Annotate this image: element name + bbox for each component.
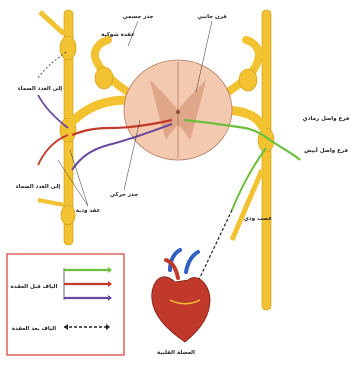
label-heart-muscle: العضلة القلبية	[157, 350, 195, 356]
label-sympathetic-nerve: عصب ودي	[244, 216, 272, 222]
label-somatic-root: جذر جسمي	[122, 14, 153, 20]
label-spinal-ganglion: عقدة شوكية	[101, 31, 135, 38]
left-spinal-nerve	[74, 40, 128, 120]
label-to-glands-upper: إلى الغدد الصماء	[18, 86, 62, 92]
splanchnic-dashed-fiber	[195, 210, 232, 288]
heart-illustration	[152, 250, 210, 342]
legend-label-postganglionic: الياف بعد العقدة	[12, 326, 56, 332]
label-lateral-horn: قرن جانبي	[197, 14, 227, 20]
dorsal-root-ganglion-left	[95, 67, 113, 89]
dorsal-root-ganglion-right	[239, 69, 257, 91]
label-sympathetic-ganglia: عقد ودية	[76, 208, 101, 214]
label-gray-ramus: فرع واصل رمادي	[303, 116, 350, 122]
legend-box	[7, 254, 124, 355]
label-to-glands-lower: إلى الغدد الصماء	[16, 184, 60, 190]
label-white-ramus: فرع واصل أبيض	[304, 146, 348, 154]
right-spinal-nerve	[228, 40, 262, 240]
left-sympathetic-trunk	[38, 10, 76, 245]
spinal-cord-section	[124, 60, 232, 160]
legend-label-preganglionic: الياف قبل العقدة	[11, 284, 58, 290]
label-motor-root: جذر حركي	[110, 191, 138, 198]
